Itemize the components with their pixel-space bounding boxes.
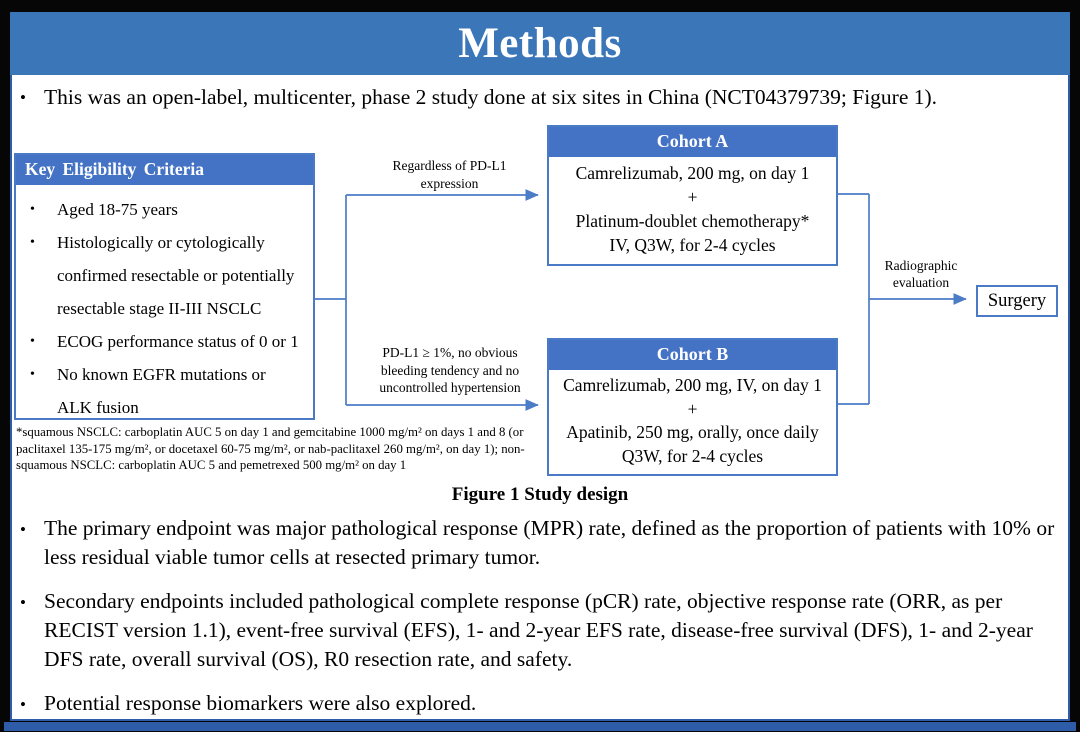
endpoint-bullets: • The primary endpoint was major patholo… (20, 514, 1060, 732)
surgery-box: Surgery (976, 285, 1058, 317)
eligibility-item-text: No known EGFR mutations or ALK fusion (57, 365, 266, 417)
radiographic-evaluation-label: Radiographic evaluation (884, 258, 958, 290)
cohort-a-line: Camrelizumab, 200 mg, on day 1 (575, 163, 810, 183)
list-item: • ECOG performance status of 0 or 1 (30, 325, 311, 358)
cohort-a-line: Platinum-doublet chemotherapy* (575, 211, 810, 231)
eligibility-header: Key Eligibility Criteria (16, 155, 313, 185)
intro-bullet: • This was an open-label, multicenter, p… (20, 83, 1060, 112)
figure-caption: Figure 1 Study design (451, 484, 629, 505)
endpoint-text: Potential response biomarkers were also … (44, 691, 477, 715)
bullet-icon: • (20, 88, 26, 107)
eligibility-item-text: Aged 18-75 years (57, 200, 178, 219)
bullet-icon: • (20, 520, 26, 539)
cohort-b-body: Camrelizumab, 200 mg, IV, on day 1 + Apa… (549, 370, 836, 474)
bullet-icon: • (30, 367, 35, 382)
cohort-a-line: IV, Q3W, for 2-4 cycles (609, 235, 776, 255)
chemotherapy-footnote: *squamous NSCLC: carboplatin AUC 5 on da… (16, 425, 525, 472)
list-item: • Secondary endpoints included pathologi… (20, 587, 1060, 674)
page-title: Methods (458, 20, 622, 67)
list-item: • No known EGFR mutations or ALK fusion (30, 358, 311, 424)
bullet-icon: • (30, 202, 35, 217)
list-item: • The primary endpoint was major patholo… (20, 514, 1060, 572)
bullet-icon: • (20, 593, 26, 612)
branch-label-bottom: PD-L1 ≥ 1%, no obvious bleeding tendency… (379, 345, 521, 395)
bottom-accent-bar (4, 722, 1076, 731)
cohort-a-box: Cohort A Camrelizumab, 200 mg, on day 1 … (547, 125, 838, 266)
eligibility-item-text: Histologically or cytologically confirme… (57, 233, 295, 318)
intro-bullet-text: This was an open-label, multicenter, pha… (44, 85, 938, 109)
title-bar: Methods (10, 12, 1070, 75)
cohort-b-box: Cohort B Camrelizumab, 200 mg, IV, on da… (547, 338, 838, 476)
eligibility-item-text: ECOG performance status of 0 or 1 (57, 332, 299, 351)
cohort-b-line: Camrelizumab, 200 mg, IV, on day 1 (563, 375, 822, 396)
cohort-a-header: Cohort A (549, 127, 836, 157)
list-item: • Histologically or cytologically confir… (30, 226, 311, 325)
surgery-label: Surgery (987, 290, 1047, 311)
cohort-b-line: Apatinib, 250 mg, orally, once daily (566, 422, 819, 443)
eligibility-box: Key Eligibility Criteria • Aged 18-75 ye… (14, 153, 315, 420)
list-item: • Aged 18-75 years (30, 193, 311, 226)
endpoint-text: The primary endpoint was major pathologi… (44, 516, 1055, 569)
list-item: • Potential response biomarkers were als… (20, 689, 1060, 719)
cohort-b-header: Cohort B (549, 340, 836, 370)
eligibility-list: • Aged 18-75 years • Histologically or c… (16, 185, 313, 424)
endpoint-text: Secondary endpoints included pathologica… (44, 589, 1033, 671)
plus-sign: + (687, 187, 698, 207)
bullet-icon: • (20, 695, 26, 714)
bullet-icon: • (30, 334, 35, 349)
cohort-b-line: Q3W, for 2-4 cycles (621, 445, 764, 466)
branch-label-top: Regardless of PD-L1 expression (392, 158, 507, 191)
plus-sign: + (687, 398, 698, 419)
bullet-icon: • (30, 235, 35, 250)
cohort-a-body: Camrelizumab, 200 mg, on day 1 + Platinu… (549, 157, 836, 264)
